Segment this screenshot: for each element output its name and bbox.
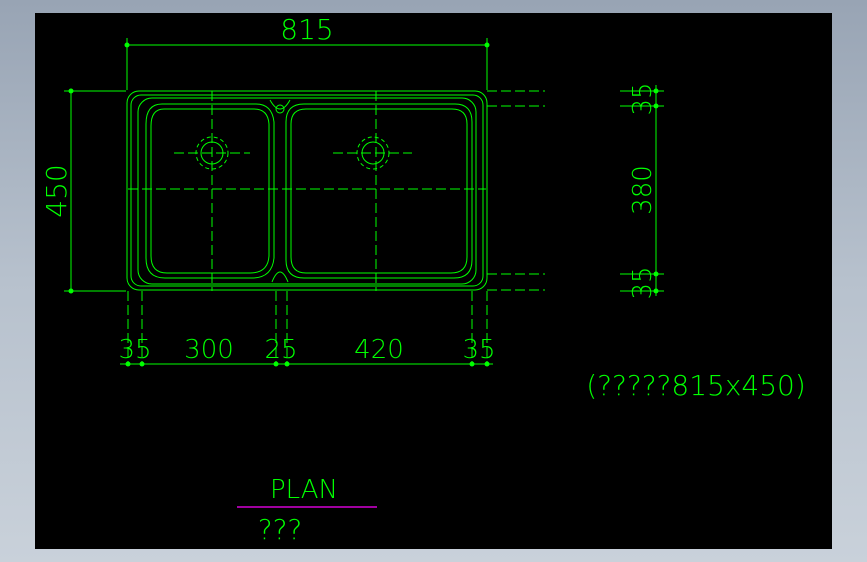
center-divider-top <box>269 99 291 110</box>
view-title: PLAN <box>270 475 338 505</box>
dim-text-bottom-bowl-right: 420 <box>354 335 404 365</box>
dim-text-right-bottom: 35 <box>628 266 658 299</box>
center-divider-bottom <box>271 271 289 283</box>
tick-dot <box>653 88 659 94</box>
dim-text-bottom-bowl-left: 300 <box>184 335 234 365</box>
tick-dot <box>653 288 659 294</box>
tick-dot <box>653 103 659 109</box>
sink-inner-rim <box>130 94 484 287</box>
tick-dot <box>68 88 74 94</box>
dim-text-bottom-center: 25 <box>264 335 297 365</box>
tick-dot <box>653 271 659 277</box>
dim-text-right-top: 35 <box>628 82 658 115</box>
view-subtitle: ??? <box>258 513 303 546</box>
sink-outer-rim <box>126 90 488 291</box>
dim-text-bottom-right: 35 <box>462 335 495 365</box>
left-bowl-inner <box>150 108 270 274</box>
dim-text-overall-width: 815 <box>280 13 333 46</box>
tick-dot <box>469 361 475 367</box>
tick-dot <box>124 42 130 48</box>
tick-dot <box>484 361 490 367</box>
tick-dot <box>484 42 490 48</box>
overflow-hole <box>275 104 285 114</box>
spec-label: (?????815x450) <box>586 369 806 402</box>
dim-text-overall-depth: 450 <box>40 164 73 217</box>
dim-text-right-middle: 380 <box>628 165 658 215</box>
dim-text-bottom-left: 35 <box>118 335 151 365</box>
cad-viewport[interactable]: 815 450 35 380 35 35 300 25 420 35 (????… <box>35 13 832 549</box>
tick-dot <box>284 361 290 367</box>
tick-dot <box>125 361 131 367</box>
right-bowl-inner <box>290 108 468 274</box>
left-bowl-outline <box>145 103 275 279</box>
right-bowl-outline <box>285 103 473 279</box>
tick-dot <box>139 361 145 367</box>
sink-deck-edge <box>137 97 477 285</box>
tick-dot <box>68 288 74 294</box>
tick-dot <box>273 361 279 367</box>
